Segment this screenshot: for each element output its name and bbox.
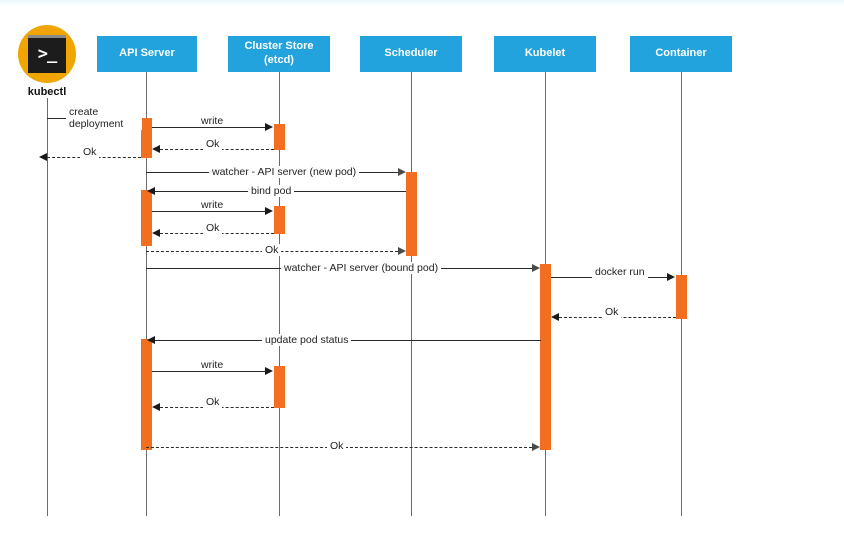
message-arrowhead-10: [532, 264, 540, 272]
message-arrowhead-6: [147, 187, 155, 195]
message-arrowhead-3: [152, 145, 160, 153]
participant-cluster-store-label: Cluster Store (etcd): [244, 40, 313, 68]
participant-api-server[interactable]: API Server: [97, 36, 197, 72]
message-arrowhead-13: [147, 336, 155, 344]
message-arrowhead-8: [152, 229, 160, 237]
message-label-1: create deployment: [66, 106, 142, 131]
message-arrowhead-16: [532, 443, 540, 451]
message-label-16: Ok: [327, 440, 347, 453]
message-label-10: watcher - API server (bound pod): [281, 262, 442, 275]
message-line-14: [152, 371, 265, 372]
message-label-5: watcher - API server (new pod): [209, 166, 360, 179]
lifeline-api-server: [146, 72, 147, 516]
message-arrowhead-9: [398, 247, 406, 255]
participant-container-label: Container: [655, 47, 707, 60]
message-arrowhead-15: [152, 403, 160, 411]
message-label-9: Ok: [262, 244, 282, 257]
message-label-6: bind pod: [248, 185, 295, 198]
message-label-15: Ok: [203, 396, 223, 409]
message-line-2: [152, 127, 265, 128]
participant-scheduler[interactable]: Scheduler: [360, 36, 462, 72]
participant-cluster-store-label-line1: Cluster Store: [244, 40, 314, 53]
participant-container[interactable]: Container: [630, 36, 732, 72]
message-label-12: Ok: [602, 306, 622, 319]
participant-api-server-label: API Server: [119, 47, 175, 60]
message-arrowhead-14: [265, 367, 273, 375]
activation-scheduler-1: [406, 172, 417, 256]
participant-scheduler-label: Scheduler: [384, 47, 438, 60]
activation-api-server-1: [141, 118, 152, 158]
message-label-13: update pod status: [262, 334, 352, 347]
message-arrowhead-11: [667, 273, 675, 281]
message-arrowhead-5: [398, 168, 406, 176]
terminal-icon: >_: [28, 35, 66, 73]
message-label-14: write: [198, 359, 227, 372]
participant-kubelet-label: Kubelet: [524, 47, 566, 60]
message-label-2: write: [198, 115, 227, 128]
activation-kubelet-1: [540, 264, 551, 450]
message-label-4: Ok: [80, 146, 100, 159]
participant-cluster-store-label-line2: (etcd): [264, 54, 294, 66]
message-label-8: Ok: [203, 222, 223, 235]
message-line-7: [152, 211, 265, 212]
lifeline-scheduler: [411, 72, 412, 516]
actor-kubectl-label: kubectl: [27, 86, 67, 98]
actor-kubectl: >_ kubectl: [18, 25, 76, 98]
lifeline-kubectl: [47, 98, 48, 516]
activation-api-server-2: [141, 190, 152, 246]
activation-container-1: [676, 275, 687, 319]
participant-kubelet[interactable]: Kubelet: [494, 36, 596, 72]
top-edge-tint: [0, 0, 844, 6]
message-label-7: write: [198, 199, 227, 212]
message-label-3: Ok: [203, 138, 223, 151]
actor-kubectl-circle: >_: [18, 25, 76, 83]
lifeline-cluster-store: [279, 72, 280, 516]
message-label-1-line2: deployment: [69, 118, 124, 131]
message-arrowhead-4: [39, 153, 47, 161]
message-arrowhead-7: [265, 207, 273, 215]
activation-cluster-store-1: [274, 124, 285, 150]
activation-cluster-store-3: [274, 366, 285, 408]
message-arrowhead-12: [551, 313, 559, 321]
message-arrowhead-2: [265, 123, 273, 131]
participant-cluster-store[interactable]: Cluster Store (etcd): [228, 36, 330, 72]
activation-api-server-3: [141, 339, 152, 450]
message-label-1-line1: create: [69, 106, 99, 118]
message-label-11: docker run: [592, 266, 648, 279]
activation-cluster-store-2: [274, 206, 285, 234]
